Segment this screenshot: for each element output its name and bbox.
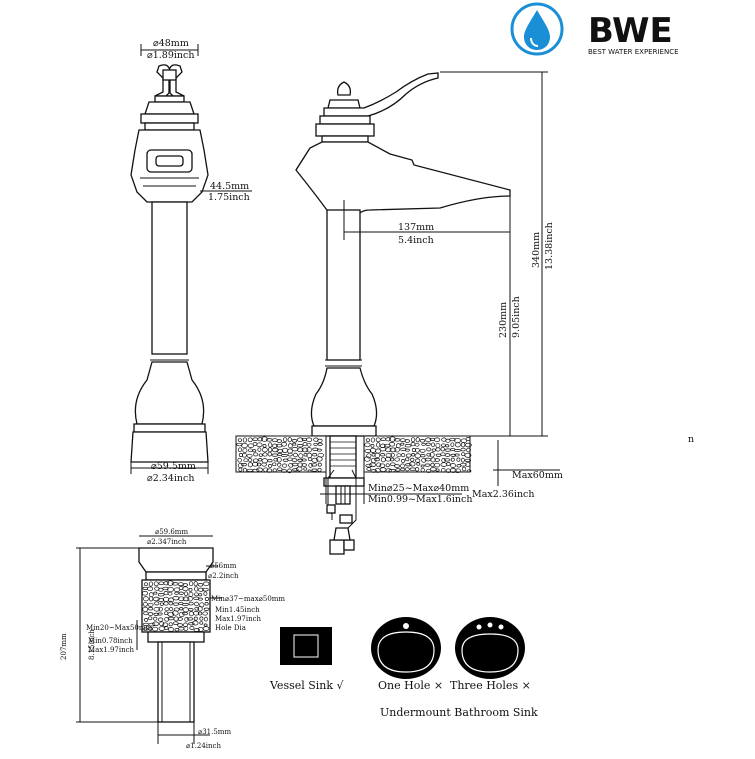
one-hole-label: One Hole × [378, 679, 443, 692]
side-top-inch: ⌀1.89inch [147, 50, 194, 61]
one-hole-sink-icon [371, 617, 441, 679]
faucet-front-view: 137mm 5.4inch 340mm 13.38inch 230mm 9.05… [235, 71, 694, 555]
drain-range-min-inch: Min0.78inch [88, 637, 133, 645]
drain-hole-min-inch: Min1.45inch [215, 606, 260, 614]
drain-neck-mm: ⌀56mm [210, 562, 237, 570]
drain-height-mm: 207mm [60, 633, 68, 660]
vessel-sink-label: Vessel Sink √ [269, 679, 345, 692]
brand-tagline: BEST WATER EXPERIENCE [588, 48, 679, 56]
drain-hole-mm: Min⌀37~max⌀50mm [211, 595, 285, 603]
three-holes-sink-icon [455, 617, 525, 679]
hole-mm: Min⌀25~Max⌀40mm [368, 483, 469, 494]
drain-cap-inch: ⌀2.347inch [147, 538, 187, 546]
vessel-sink-icon [280, 627, 332, 665]
drain-view: ⌀59.6mm ⌀2.347inch ⌀56mm ⌀2.2inch Min⌀37… [60, 528, 285, 750]
spout-height-inch: 9.05inch [511, 296, 522, 338]
brand-name: BWE [588, 11, 673, 51]
side-top-mm: ⌀48mm [153, 38, 189, 49]
hole-inch: Min0.99~Max1.6inch [368, 494, 472, 505]
undermount-label: Undermount Bathroom Sink [380, 706, 538, 719]
side-base-inch: ⌀2.34inch [147, 473, 194, 484]
brand-logo: BWE BEST WATER EXPERIENCE [510, 2, 679, 56]
drain-range-max-inch: Max1.97inch [88, 646, 135, 654]
three-holes-label: Three Holes × [450, 679, 531, 692]
drain-height-inch: 8.15inch [88, 629, 96, 660]
height-inch: 13.38inch [544, 222, 555, 270]
water-drop-icon [510, 2, 564, 56]
spout-mm: 137mm [398, 222, 434, 233]
drain-pipe-mm: ⌀31.5mm [198, 728, 231, 736]
edge-mark: n [688, 434, 694, 445]
drain-hole-max-inch: Max1.97inch [215, 615, 262, 623]
drain-range-mm: Min20~Max50mm [86, 624, 153, 632]
drain-pipe-inch: ⌀1.24inch [186, 742, 221, 750]
side-base-mm: ⌀59.5mm [151, 461, 196, 472]
faucet-side-view: ⌀48mm ⌀1.89inch 44.5mm 1.75inch ⌀59.5mm [130, 38, 252, 484]
deck-max-inch: Max2.36inch [472, 489, 535, 500]
drain-cap-mm: ⌀59.6mm [155, 528, 188, 536]
spout-height-mm: 230mm [498, 302, 509, 338]
sink-compatibility: Vessel Sink √ One Hole × Three Holes × U… [269, 617, 538, 719]
countertop [235, 435, 472, 474]
drain-hole-note: Hole Dia [215, 624, 246, 632]
height-mm: 340mm [531, 232, 542, 268]
side-width-mm: 44.5mm [210, 181, 249, 192]
side-width-inch: 1.75inch [208, 192, 250, 203]
deck-max-mm: Max60mm [512, 470, 563, 481]
drain-neck-inch: ⌀2.2inch [208, 572, 239, 580]
spout-inch: 5.4inch [398, 235, 434, 246]
